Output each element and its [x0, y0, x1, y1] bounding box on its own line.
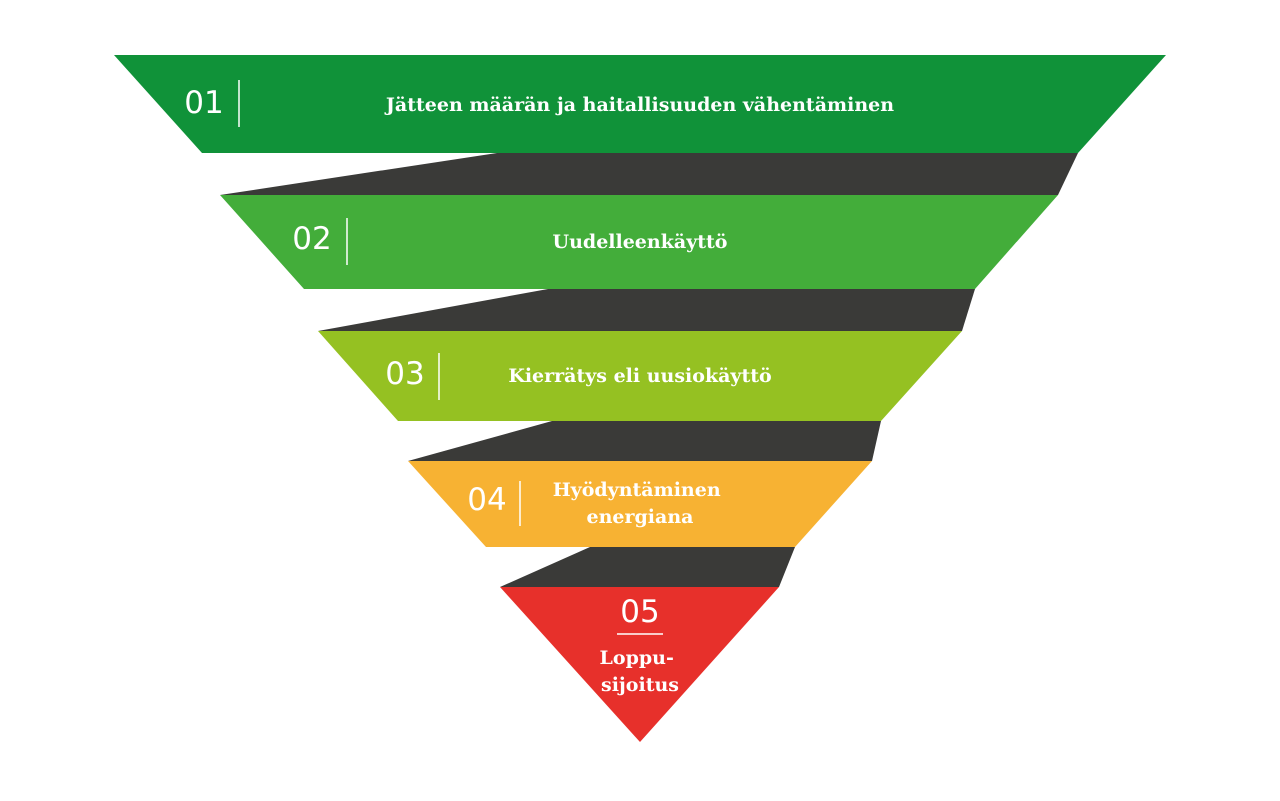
- level-02-label-line: Uudelleenkäyttö: [553, 231, 728, 253]
- level-01-number: 01: [184, 85, 223, 121]
- level-05-label-line-1: Loppu-: [600, 647, 674, 669]
- level-04-label: Hyödyntäminen energiana: [553, 479, 728, 528]
- level-03-label: Kierrätys eli uusiokäyttö: [508, 365, 771, 387]
- level-05-label-line-2: sijoitus: [601, 674, 679, 696]
- level-04: 04 Hyödyntäminen energiana: [408, 461, 872, 547]
- level-01-band: [114, 55, 1166, 153]
- level-03-label-line: Kierrätys eli uusiokäyttö: [508, 365, 771, 387]
- level-04-band: [408, 461, 872, 547]
- level-01-label-line: Jätteen määrän ja haitallisuuden vähentä…: [384, 94, 894, 116]
- connector-3-4: [408, 421, 881, 461]
- level-04-label-line-1: Hyödyntäminen: [553, 479, 721, 501]
- level-01: 01 Jätteen määrän ja haitallisuuden vähe…: [114, 55, 1166, 153]
- connector-1-2: [220, 153, 1078, 195]
- level-05-band: [500, 587, 779, 742]
- level-03-band: [318, 331, 962, 421]
- level-04-number: 04: [467, 482, 506, 518]
- level-03: 03 Kierrätys eli uusiokäyttö: [318, 331, 962, 421]
- connector-2-3: [318, 289, 975, 331]
- level-05: 05 Loppu- sijoitus: [500, 587, 779, 742]
- level-02-band: [220, 195, 1058, 289]
- level-01-label: Jätteen määrän ja haitallisuuden vähentä…: [384, 94, 894, 116]
- level-02-label: Uudelleenkäyttö: [553, 231, 728, 253]
- connector-4-5: [500, 547, 795, 587]
- level-05-label: Loppu- sijoitus: [600, 647, 681, 696]
- level-05-number: 05: [620, 594, 659, 630]
- level-02-number: 02: [292, 221, 331, 257]
- level-03-number: 03: [385, 356, 424, 392]
- level-02: 02 Uudelleenkäyttö: [220, 195, 1058, 289]
- level-04-label-line-2: energiana: [587, 506, 694, 528]
